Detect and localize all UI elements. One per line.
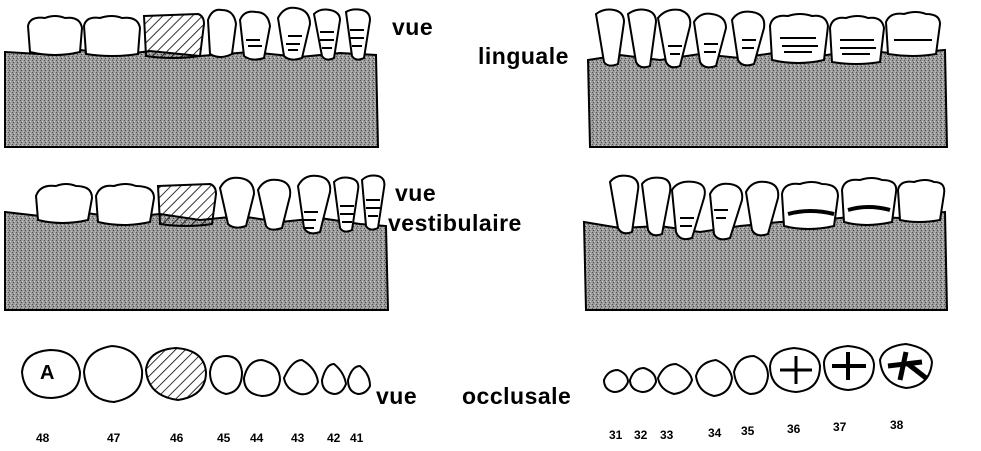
tooth-number: 37 xyxy=(833,420,846,434)
tooth-36-vestibular xyxy=(782,182,838,229)
tooth-46-occlusal xyxy=(146,348,206,400)
vestibular-view-left-quadrant xyxy=(584,176,947,310)
lingual-view-label-linguale: linguale xyxy=(478,43,569,70)
occlusal-view-right-quadrant xyxy=(22,346,370,402)
tooth-45-lingual xyxy=(208,10,236,57)
tooth-47-lingual xyxy=(84,16,140,56)
tooth-44-occlusal xyxy=(244,360,280,396)
tooth-37-vestibular xyxy=(842,178,896,225)
lingual-view-left-quadrant xyxy=(588,10,947,148)
vestibular-view-label-vue: vue xyxy=(395,180,436,207)
tooth-37-lingual xyxy=(830,16,884,64)
tooth-33-occlusal xyxy=(658,364,692,394)
tooth-46-lingual xyxy=(144,14,204,58)
tooth-41-occlusal xyxy=(348,366,370,394)
tooth-number: 48 xyxy=(36,431,49,445)
tooth-34-occlusal xyxy=(696,360,732,396)
tooth-37-occlusal xyxy=(824,346,874,390)
tooth-33-vestibular xyxy=(672,182,705,239)
tooth-36-lingual xyxy=(770,14,828,63)
gum-block xyxy=(5,50,378,147)
tooth-number: 32 xyxy=(634,428,647,442)
tooth-number: 46 xyxy=(170,431,183,445)
gum-block xyxy=(5,212,388,310)
tooth-41-lingual xyxy=(346,9,370,59)
tooth-38-lingual xyxy=(886,12,940,56)
tooth-32-occlusal xyxy=(630,368,656,392)
tooth-48-mark: A xyxy=(40,362,54,385)
occlusal-view-label-vue: vue xyxy=(376,383,417,410)
tooth-46-vestibular xyxy=(158,184,216,226)
tooth-38-vestibular xyxy=(898,180,944,222)
tooth-47-occlusal xyxy=(84,346,142,402)
tooth-number: 47 xyxy=(107,431,120,445)
occlusal-view-label-occlusale: occlusale xyxy=(462,383,571,410)
occlusal-view-left-quadrant xyxy=(604,344,932,396)
tooth-42-lingual xyxy=(314,10,340,60)
tooth-41-vestibular xyxy=(362,176,384,230)
tooth-31-vestibular xyxy=(610,176,638,234)
tooth-36-occlusal xyxy=(770,348,820,392)
vestibular-view-label-vestibulaire: vestibulaire xyxy=(388,210,522,237)
tooth-number: 44 xyxy=(250,431,263,445)
tooth-number: 33 xyxy=(660,428,673,442)
tooth-number: 41 xyxy=(350,431,363,445)
tooth-31-occlusal xyxy=(604,370,628,392)
tooth-43-occlusal xyxy=(284,360,318,394)
tooth-38-occlusal xyxy=(880,344,932,388)
tooth-number: 45 xyxy=(217,431,230,445)
tooth-number: 38 xyxy=(890,418,903,432)
tooth-48-lingual xyxy=(28,16,82,55)
tooth-45-occlusal xyxy=(210,356,242,394)
tooth-42-occlusal xyxy=(322,364,346,394)
lingual-view-label-vue: vue xyxy=(392,14,433,41)
tooth-35-occlusal xyxy=(734,356,768,394)
tooth-number: 34 xyxy=(708,426,721,440)
tooth-number: 42 xyxy=(327,431,340,445)
tooth-number: 36 xyxy=(787,422,800,436)
lingual-view-right-quadrant xyxy=(5,8,378,147)
tooth-43-lingual xyxy=(278,8,310,60)
tooth-number: 43 xyxy=(291,431,304,445)
tooth-48-vestibular xyxy=(36,184,92,223)
vestibular-view-right-quadrant xyxy=(5,176,388,311)
tooth-44-lingual xyxy=(240,12,270,60)
tooth-number: 31 xyxy=(609,428,622,442)
tooth-number: 35 xyxy=(741,424,754,438)
tooth-47-vestibular xyxy=(96,184,154,225)
